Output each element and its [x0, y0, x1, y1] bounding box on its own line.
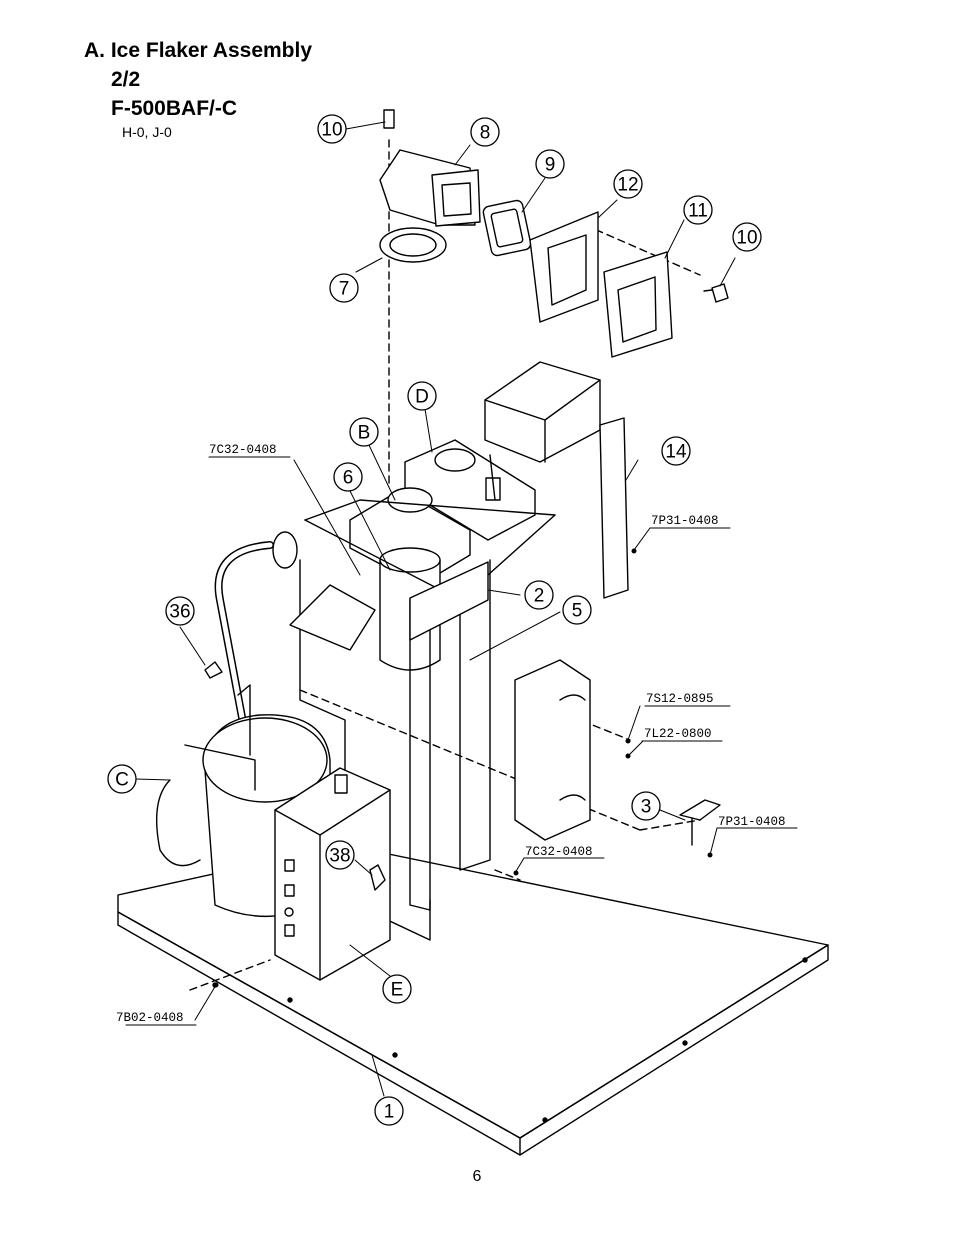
callout-E: E [391, 980, 404, 1001]
callout-circles [107, 114, 762, 1126]
callout-10-right: 10 [736, 228, 757, 249]
chute-assembly [379, 109, 729, 358]
code-7C32-0408-bottom: 7C32-0408 [525, 845, 593, 859]
callout-14: 14 [665, 442, 687, 463]
callout-2: 2 [534, 586, 545, 607]
callout-36: 36 [169, 602, 190, 623]
callout-3: 3 [641, 797, 652, 818]
callout-5: 5 [572, 601, 583, 622]
callout-12: 12 [617, 175, 638, 196]
callout-7: 7 [339, 279, 350, 300]
section-title: A. Ice Flaker Assembly [84, 39, 313, 62]
code-7C32-0408-top: 7C32-0408 [209, 443, 277, 457]
callout-D: D [415, 387, 429, 408]
callout-11: 11 [688, 201, 708, 222]
callout-38: 38 [329, 846, 350, 867]
model-number: F-500BAF/-C [111, 97, 238, 120]
callout-1: 1 [384, 1102, 395, 1123]
leader-dots [213, 548, 713, 988]
callout-9: 9 [545, 155, 556, 176]
code-7P31-0408-bottom: 7P31-0408 [718, 815, 786, 829]
code-7B02-0408: 7B02-0408 [116, 1011, 184, 1025]
page-number: 6 [472, 1168, 482, 1185]
callout-8: 8 [480, 123, 491, 144]
callout-B: B [358, 423, 371, 444]
code-7P31-0408-right: 7P31-0408 [651, 514, 719, 528]
title-block: A. Ice Flaker Assembly 2/2 F-500BAF/-C H… [84, 36, 312, 141]
leader-lines [125, 121, 798, 1097]
callout-10-top: 10 [321, 120, 342, 141]
flaker-frame [155, 361, 721, 981]
code-7L22-0800: 7L22-0800 [644, 727, 712, 741]
callout-6: 6 [343, 468, 354, 489]
variant-label: H-0, J-0 [122, 124, 172, 140]
page-part: 2/2 [111, 68, 141, 91]
code-7S12-0895: 7S12-0895 [646, 692, 714, 706]
callout-C: C [115, 770, 129, 791]
